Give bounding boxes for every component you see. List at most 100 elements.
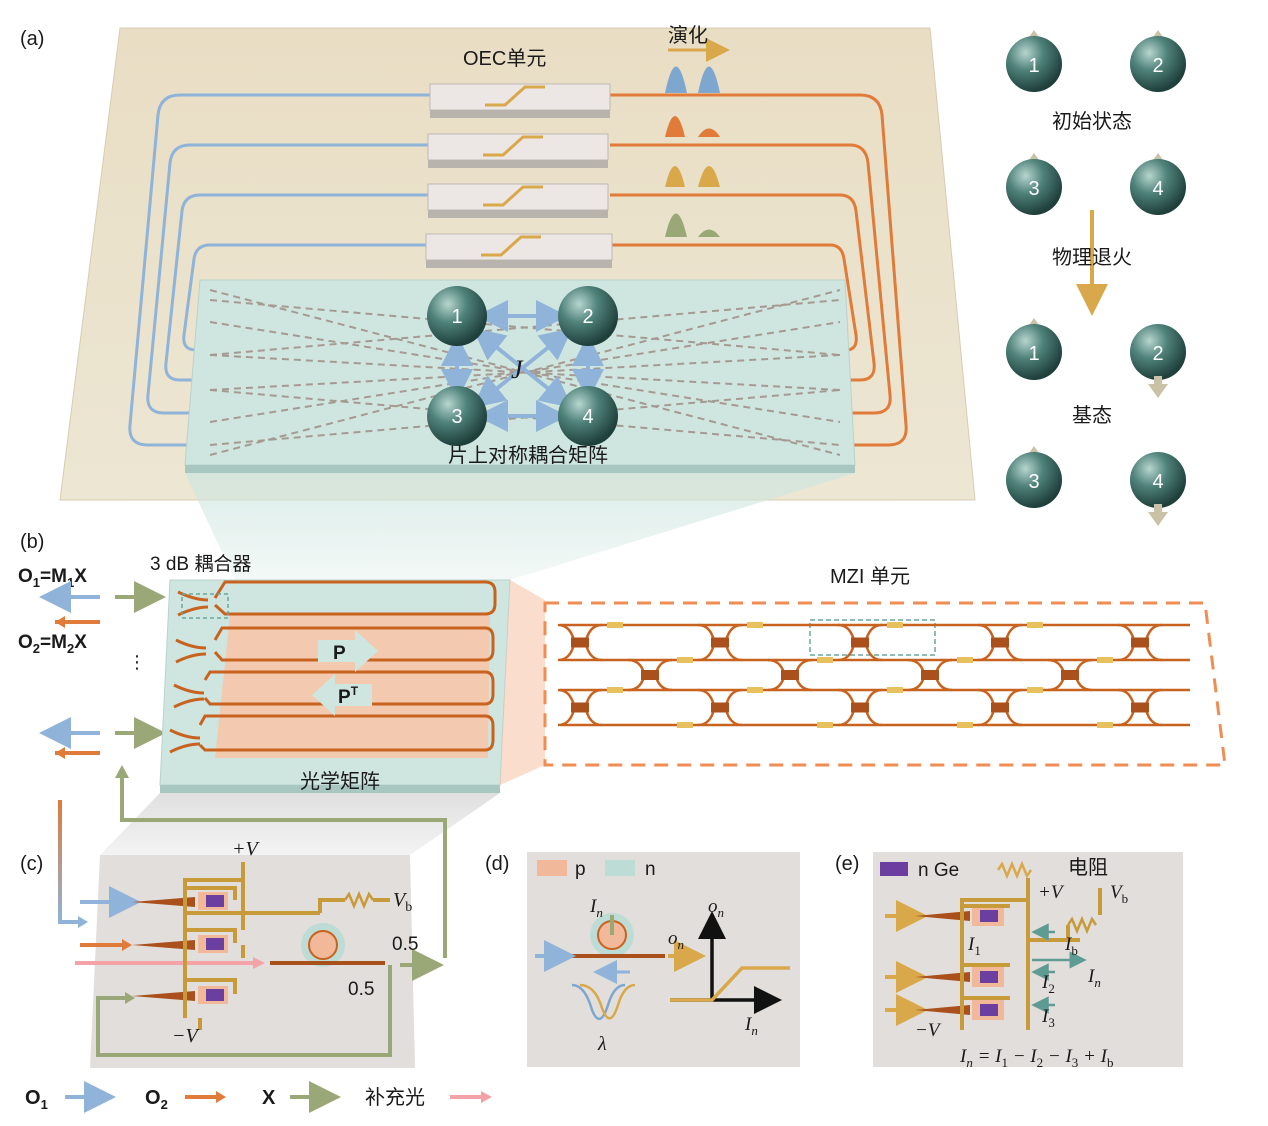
d-axis-x-label: In — [744, 1014, 758, 1038]
svg-text:P: P — [333, 643, 346, 664]
initial-state-label: 初始状态 — [1052, 110, 1132, 133]
svg-text:3: 3 — [1028, 471, 1039, 493]
ground-spins: 1 2 3 4 — [1006, 318, 1186, 526]
legend-resistor-icon — [996, 860, 1033, 880]
c-resistor-icon — [343, 890, 375, 910]
oec-unit-1 — [429, 83, 611, 118]
orange-waveguide-loops — [610, 93, 908, 447]
legend-p-label: p — [575, 859, 586, 880]
optical-matrix-label: 光学矩阵 — [300, 770, 380, 793]
oec-units — [425, 83, 613, 268]
b-couplers — [169, 590, 209, 754]
e-resistor-icon — [1066, 915, 1098, 935]
p-transpose-arrow: PT — [312, 674, 372, 716]
j-coupling-arrows — [441, 300, 604, 432]
e-photodetectors — [915, 906, 1004, 1020]
matrix-node-1: 1 — [427, 286, 487, 346]
matrix-node-3: 3 — [427, 386, 487, 446]
svg-text:4: 4 — [1152, 178, 1163, 200]
e-vb: Vb — [1110, 882, 1128, 906]
panel-e: (e) n Ge 电阻 + — [835, 852, 1183, 1070]
annealing-label: 物理退火 — [1052, 246, 1132, 269]
panel-label-d: (d) — [485, 853, 509, 875]
o2-equation: O2=M2X — [18, 632, 87, 656]
panel-d: (d) p n In on λ on In — [485, 852, 800, 1067]
legend-n-label: n — [645, 859, 656, 880]
legend-o2-label: O2 — [145, 1087, 168, 1112]
b-io-arrows — [39, 581, 166, 759]
matrix-node-2: 2 — [558, 286, 618, 346]
panel-b: (b) 3 dB 耦合器 O1=M1X O2=M2X ⋮ — [18, 531, 1227, 793]
d-spectrum-before — [571, 983, 626, 1020]
legend-resistor-label: 电阻 — [1068, 856, 1108, 879]
oec-unit-2 — [427, 133, 609, 168]
svg-text:4: 4 — [582, 406, 593, 428]
svg-text:2: 2 — [1152, 55, 1163, 77]
legend-n-swatch — [605, 860, 635, 876]
spin-initial-4: 4 — [1130, 153, 1186, 215]
e-i3: I3 — [1041, 1006, 1055, 1030]
mzi-unit-label: MZI 单元 — [830, 565, 910, 588]
svg-text:2: 2 — [582, 306, 593, 328]
legend-supplementary-label: 补充光 — [365, 1086, 425, 1109]
mzi-mesh — [557, 622, 1190, 728]
o1-equation: O1=M1X — [18, 566, 87, 590]
e-i2: I2 — [1041, 972, 1055, 996]
svg-text:1: 1 — [1028, 343, 1039, 365]
e-in: In — [1087, 966, 1101, 990]
legend-o1-label: O1 — [25, 1087, 48, 1112]
svg-text:2: 2 — [1152, 343, 1163, 365]
spin-ground-4: 4 — [1130, 452, 1186, 526]
coupler-label: 3 dB 耦合器 — [150, 553, 251, 575]
panel-d-background — [527, 852, 800, 1067]
blue-waveguide-loops — [128, 93, 430, 447]
mzi-region-box — [543, 601, 1227, 767]
o-input-route — [58, 800, 78, 924]
coupler-highlight-box — [181, 593, 229, 619]
d-axis-y-label: on — [708, 896, 724, 920]
c-split-ratio-top: 0.5 — [392, 934, 418, 955]
pulse-rows — [665, 66, 720, 237]
coupling-j-symbol: J — [511, 355, 524, 384]
spin-states: 1 2 3 4 初始状态 物理退火 1 2 3 4 基态 — [1006, 30, 1186, 526]
legend-x-label: X — [262, 1087, 276, 1109]
e-i1: I1 — [967, 934, 981, 958]
oec-unit-4 — [425, 233, 613, 268]
matrix-label: 片上对称耦合矩阵 — [448, 444, 608, 467]
c-photodetectors — [132, 892, 228, 1004]
continuation-dots: ⋮ — [128, 652, 146, 672]
panel-a: (a) — [20, 24, 976, 501]
p-forward-arrow: P — [318, 630, 378, 672]
d-in-label: In — [589, 896, 603, 920]
zoom-projection-b-mzi — [500, 580, 545, 785]
spin-initial-3: 3 — [1006, 153, 1062, 215]
bottom-legend: O1 O2 X 补充光 — [25, 1081, 492, 1113]
ground-state-label: 基态 — [1072, 404, 1112, 427]
e-minus-v: −V — [915, 1020, 942, 1041]
d-spectrum-after — [579, 983, 636, 1020]
d-activation-curve — [670, 966, 790, 1002]
c-electrodes — [183, 862, 390, 1030]
e-plus-v: +V — [1038, 882, 1065, 903]
c-vb: Vb — [393, 889, 412, 915]
e-ib: Ib — [1064, 934, 1078, 958]
spin-initial-1: 1 — [1006, 30, 1062, 92]
svg-text:1: 1 — [1028, 55, 1039, 77]
spin-ground-2: 2 — [1130, 324, 1186, 398]
panel-label-b: (b) — [20, 531, 44, 553]
legend-p-swatch — [537, 860, 567, 876]
panel-label-e: (e) — [835, 853, 859, 875]
c-split-ratio-bottom: 0.5 — [348, 979, 374, 1000]
legend-ge-label: n Ge — [918, 860, 959, 881]
panel-label-c: (c) — [20, 853, 43, 875]
e-current-equation: In = I1 − I2 − I3 + Ib — [959, 1046, 1113, 1070]
c-minus-v: −V — [172, 1025, 200, 1047]
oec-unit-label: OEC单元 — [463, 47, 546, 70]
svg-text:1: 1 — [451, 306, 462, 328]
initial-spins: 1 2 3 4 — [1006, 30, 1186, 215]
svg-text:3: 3 — [451, 406, 462, 428]
zoom-projection-b-c — [100, 793, 500, 855]
oec-unit-3 — [427, 183, 609, 218]
d-lambda: λ — [597, 1033, 607, 1055]
